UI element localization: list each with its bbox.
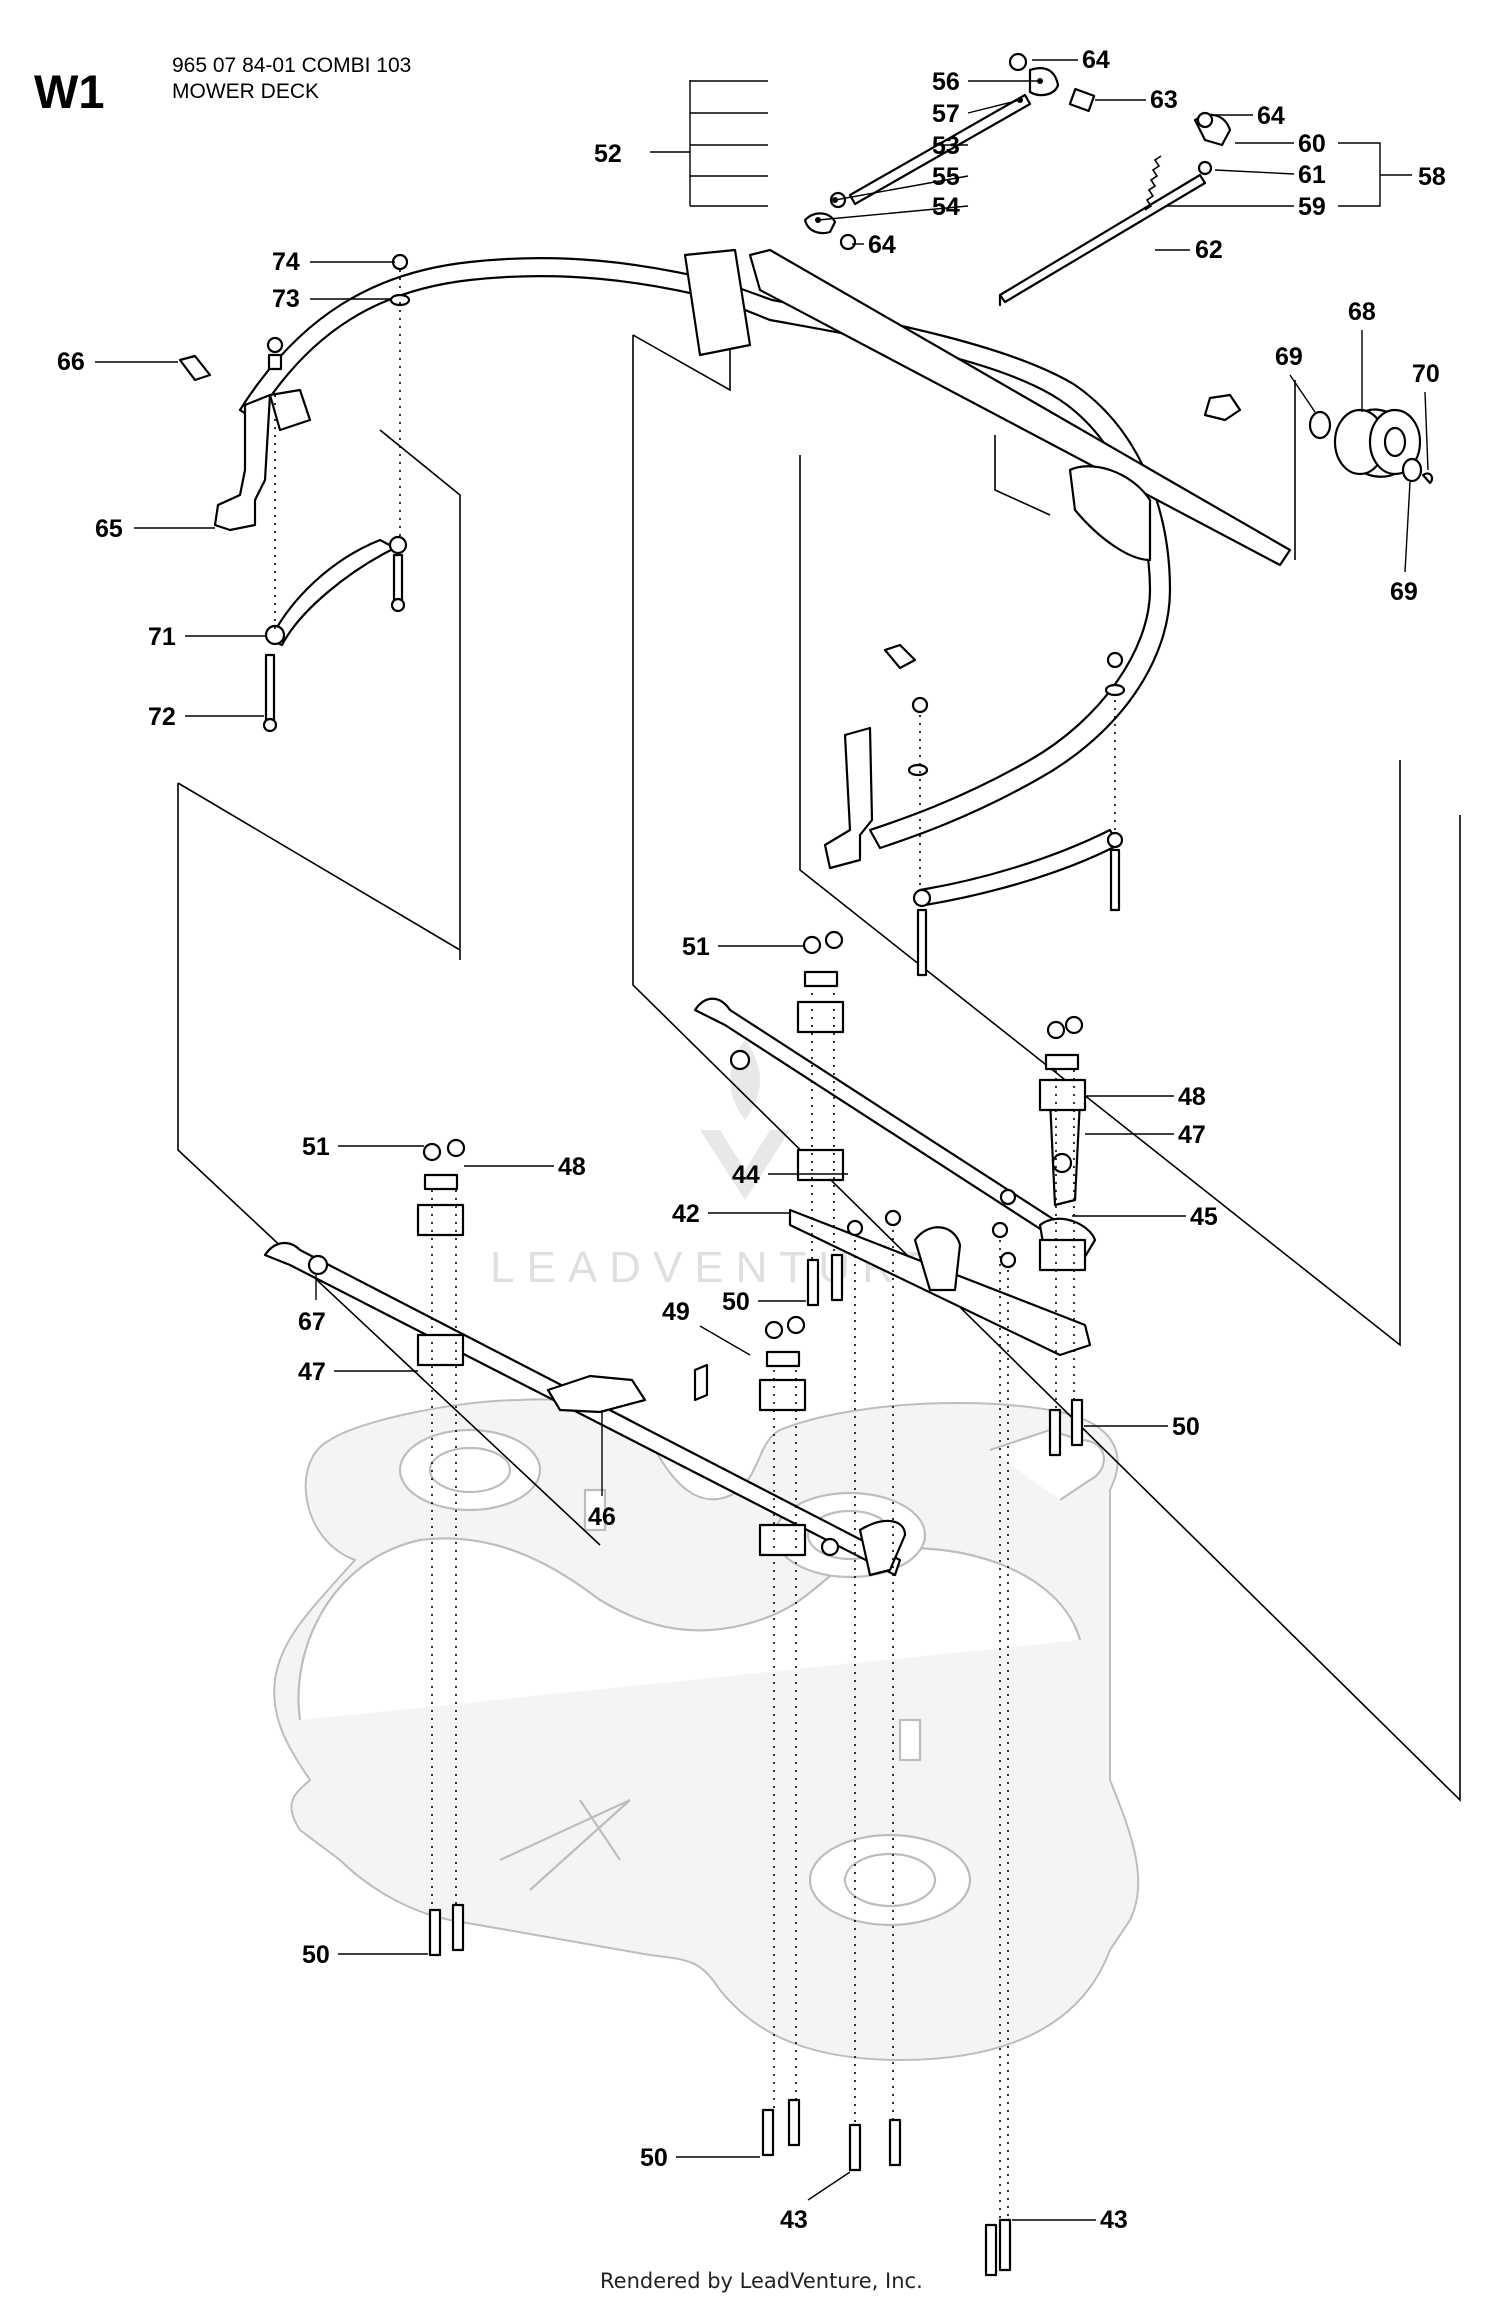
watermark-logo-v	[700, 1130, 790, 1200]
section-code: W1	[34, 65, 105, 118]
adjust-rod-assembly	[803, 52, 1232, 307]
callout-48-left: 48	[558, 1153, 586, 1181]
callout-64-top: 64	[1082, 46, 1110, 74]
callout-67: 67	[298, 1308, 326, 1336]
callout-48-right: 48	[1178, 1083, 1206, 1111]
callout-44: 44	[732, 1161, 760, 1189]
callout-50-mid: 50	[722, 1288, 750, 1316]
callout-45: 45	[1190, 1203, 1218, 1231]
callouts: 56 57 53 55 54 52 64 63 64 64 60 61 59 5…	[57, 46, 1446, 2234]
callout-70: 70	[1412, 360, 1440, 388]
lower-linkage	[263, 930, 1097, 2277]
section-title: MOWER DECK	[172, 80, 319, 103]
callout-47-right: 47	[1178, 1121, 1206, 1149]
callout-46: 46	[588, 1503, 616, 1531]
callout-69-bottom: 69	[1390, 578, 1418, 606]
callout-47-left: 47	[298, 1358, 326, 1386]
roller-wheel	[1203, 393, 1434, 485]
callout-50-bottom: 50	[640, 2144, 668, 2172]
callout-53: 53	[932, 132, 960, 160]
callout-56: 56	[932, 68, 960, 96]
callout-59: 59	[1298, 193, 1326, 221]
callout-50-left: 50	[302, 1941, 330, 1969]
callout-63: 63	[1150, 86, 1178, 114]
callout-58: 58	[1418, 163, 1446, 191]
callout-65: 65	[95, 515, 123, 543]
callout-69-top: 69	[1275, 343, 1303, 371]
footer-credit: Rendered by LeadVenture, Inc.	[600, 2269, 923, 2293]
callout-64-right: 64	[1257, 102, 1285, 130]
callout-52: 52	[594, 140, 622, 168]
callout-43-right: 43	[1100, 2206, 1128, 2234]
mower-deck	[273, 1398, 1140, 2062]
callout-73: 73	[272, 285, 300, 313]
callout-74: 74	[272, 248, 300, 276]
callout-42: 42	[672, 1200, 700, 1228]
callout-72: 72	[148, 703, 176, 731]
diagram-header: W1 965 07 84-01 COMBI 103 MOWER DECK	[34, 54, 411, 118]
callout-68: 68	[1348, 298, 1376, 326]
callout-60: 60	[1298, 130, 1326, 158]
callout-43-left: 43	[780, 2206, 808, 2234]
callout-49: 49	[662, 1298, 690, 1326]
callout-51-top: 51	[682, 933, 710, 961]
right-lever-bracket	[823, 643, 1126, 977]
callout-64-mid: 64	[868, 231, 896, 259]
callout-55: 55	[932, 163, 960, 191]
lift-handle-frame	[238, 248, 1292, 850]
callout-71: 71	[148, 623, 176, 651]
callout-57: 57	[932, 100, 960, 128]
callout-50-right: 50	[1172, 1413, 1200, 1441]
part-number-line: 965 07 84-01 COMBI 103	[172, 54, 411, 77]
callout-61: 61	[1298, 161, 1326, 189]
callout-66: 66	[57, 348, 85, 376]
bolt-axes	[431, 985, 1075, 2225]
callout-62: 62	[1195, 236, 1223, 264]
callout-51-left: 51	[302, 1133, 330, 1161]
projection-guides	[177, 330, 1461, 1802]
left-lever-bracket	[178, 253, 411, 733]
